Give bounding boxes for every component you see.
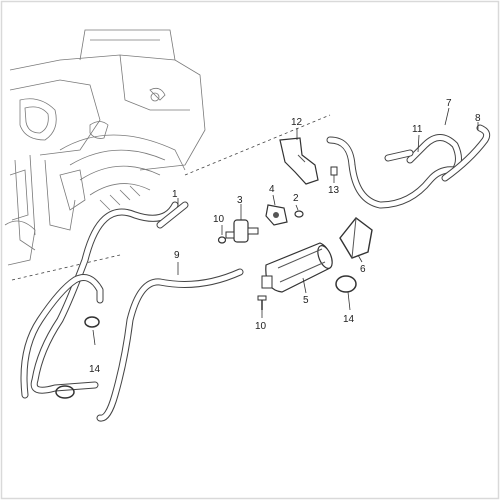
fuel-filter-icon bbox=[261, 242, 333, 294]
label-part-3: 3 bbox=[237, 195, 243, 206]
fuel-pump-icon bbox=[339, 217, 373, 263]
o-ring-icon bbox=[294, 204, 304, 218]
label-part-11: 11 bbox=[412, 124, 423, 135]
label-part-14-left: 14 bbox=[89, 364, 101, 375]
label-part-10-upper: 10 bbox=[213, 214, 225, 225]
label-part-8: 8 bbox=[475, 113, 481, 124]
label-part-12: 12 bbox=[291, 117, 303, 128]
label-part-1: 1 bbox=[172, 189, 178, 200]
chassis-frame-icon bbox=[4, 29, 331, 281]
o-ring-10-upper bbox=[217, 236, 227, 244]
label-part-14-right: 14 bbox=[343, 314, 355, 325]
hose-clamp-right bbox=[335, 275, 357, 311]
hose-clamp-icon bbox=[55, 316, 100, 399]
fuel-hose-right bbox=[326, 107, 491, 209]
label-part-10-lower: 10 bbox=[255, 321, 267, 332]
label-part-6: 6 bbox=[360, 264, 366, 275]
label-part-13: 13 bbox=[328, 185, 340, 196]
label-part-7: 7 bbox=[446, 98, 452, 109]
screw-10-lower bbox=[257, 295, 267, 318]
label-part-9: 9 bbox=[174, 250, 180, 261]
top-bracket-icon bbox=[279, 128, 338, 185]
label-part-4: 4 bbox=[269, 184, 275, 195]
mounting-bracket-icon bbox=[265, 194, 288, 226]
label-part-5: 5 bbox=[303, 295, 309, 306]
leader-14a bbox=[92, 329, 96, 346]
valve-icon bbox=[225, 204, 259, 243]
label-part-2: 2 bbox=[293, 193, 299, 204]
fuel-hose-left bbox=[20, 201, 244, 422]
part-labels: 1 2 3 4 5 6 7 8 9 10 10 11 12 13 14 14 bbox=[89, 98, 481, 375]
